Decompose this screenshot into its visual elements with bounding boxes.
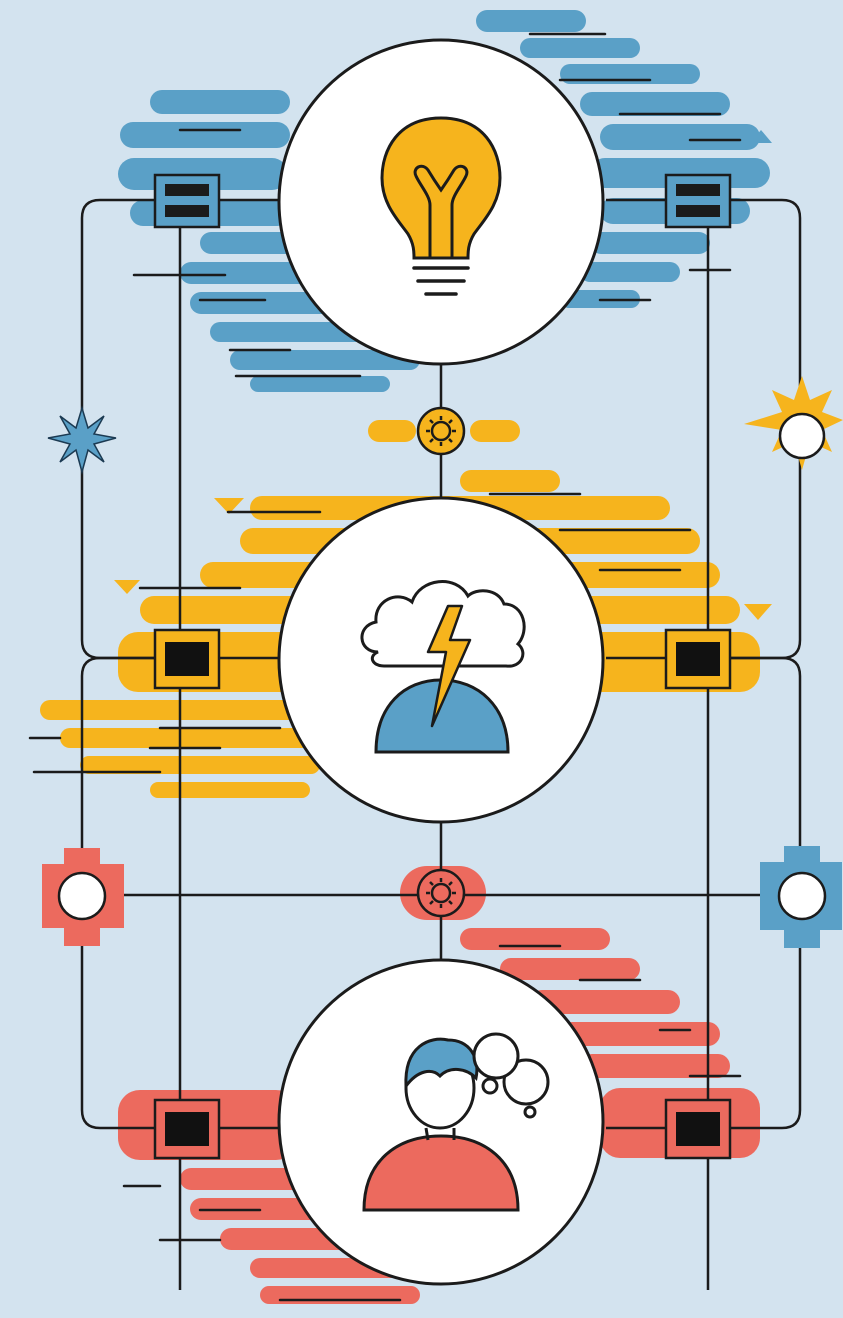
chip-bottom-left [153, 1098, 221, 1160]
brainstorm-node [277, 496, 605, 824]
gear-icon [426, 878, 456, 908]
dash-marks [28, 32, 742, 1302]
idea-node [277, 38, 605, 366]
node-badge-left [42, 848, 124, 946]
starburst-icon [47, 405, 117, 475]
chip-bottom-right [664, 1098, 732, 1160]
gear-icon [426, 416, 456, 446]
chip-top-left [153, 173, 221, 229]
gear-connector-bottom [416, 868, 466, 918]
chip-middle-right [664, 628, 732, 690]
storm-cloud-head-icon [360, 580, 526, 754]
sun-badge-right [744, 376, 843, 470]
thinking-person-node [277, 958, 605, 1286]
gear-connector-top [416, 406, 466, 456]
thinking-person-icon [362, 1032, 550, 1212]
thought-bubble-icon [472, 1032, 550, 1119]
star-badge-left [47, 405, 117, 475]
chip-top-right [664, 173, 732, 229]
lightbulb-icon [380, 116, 502, 296]
node-badge-right [760, 846, 842, 948]
chip-middle-left [153, 628, 221, 690]
